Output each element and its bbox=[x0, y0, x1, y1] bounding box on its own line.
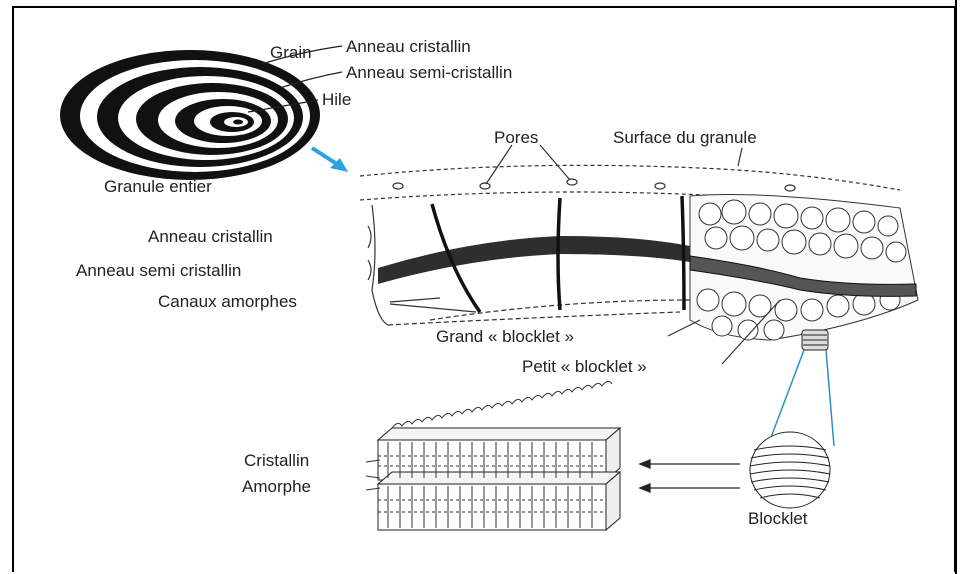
label-hilum: Hile bbox=[322, 90, 351, 109]
label-pores: Pores bbox=[494, 128, 538, 147]
blocklet-connector-lines bbox=[770, 350, 834, 446]
label-semicrystalline-ring: Anneau semi-cristallin bbox=[346, 63, 512, 82]
whole-granule-rings bbox=[60, 50, 320, 180]
label-large-blocklet: Grand « blocklet » bbox=[436, 327, 574, 346]
label-amorphous-channels: Canaux amorphes bbox=[158, 292, 297, 311]
label-semicrystalline-ring-left: Anneau semi cristallin bbox=[76, 261, 241, 280]
label-crystalline: Cristallin bbox=[244, 451, 309, 470]
zoom-arrow bbox=[312, 148, 348, 172]
label-granule-surface: Surface du granule bbox=[613, 128, 757, 147]
lamellae-block bbox=[378, 428, 620, 530]
label-crystalline-ring-left: Anneau cristallin bbox=[148, 227, 273, 246]
small-blocklet-cylinder bbox=[802, 330, 828, 350]
lamellae-arrows bbox=[640, 460, 740, 492]
label-blocklet: Blocklet bbox=[748, 509, 808, 528]
label-amorphous: Amorphe bbox=[242, 477, 311, 496]
semicrystalline-band bbox=[378, 236, 690, 284]
label-small-blocklet: Petit « blocklet » bbox=[522, 357, 647, 376]
label-grain: Grain bbox=[270, 43, 312, 62]
label-whole-granule: Granule entier bbox=[104, 177, 212, 196]
blocklet-sphere bbox=[750, 432, 830, 508]
label-crystalline-ring: Anneau cristallin bbox=[346, 37, 471, 56]
